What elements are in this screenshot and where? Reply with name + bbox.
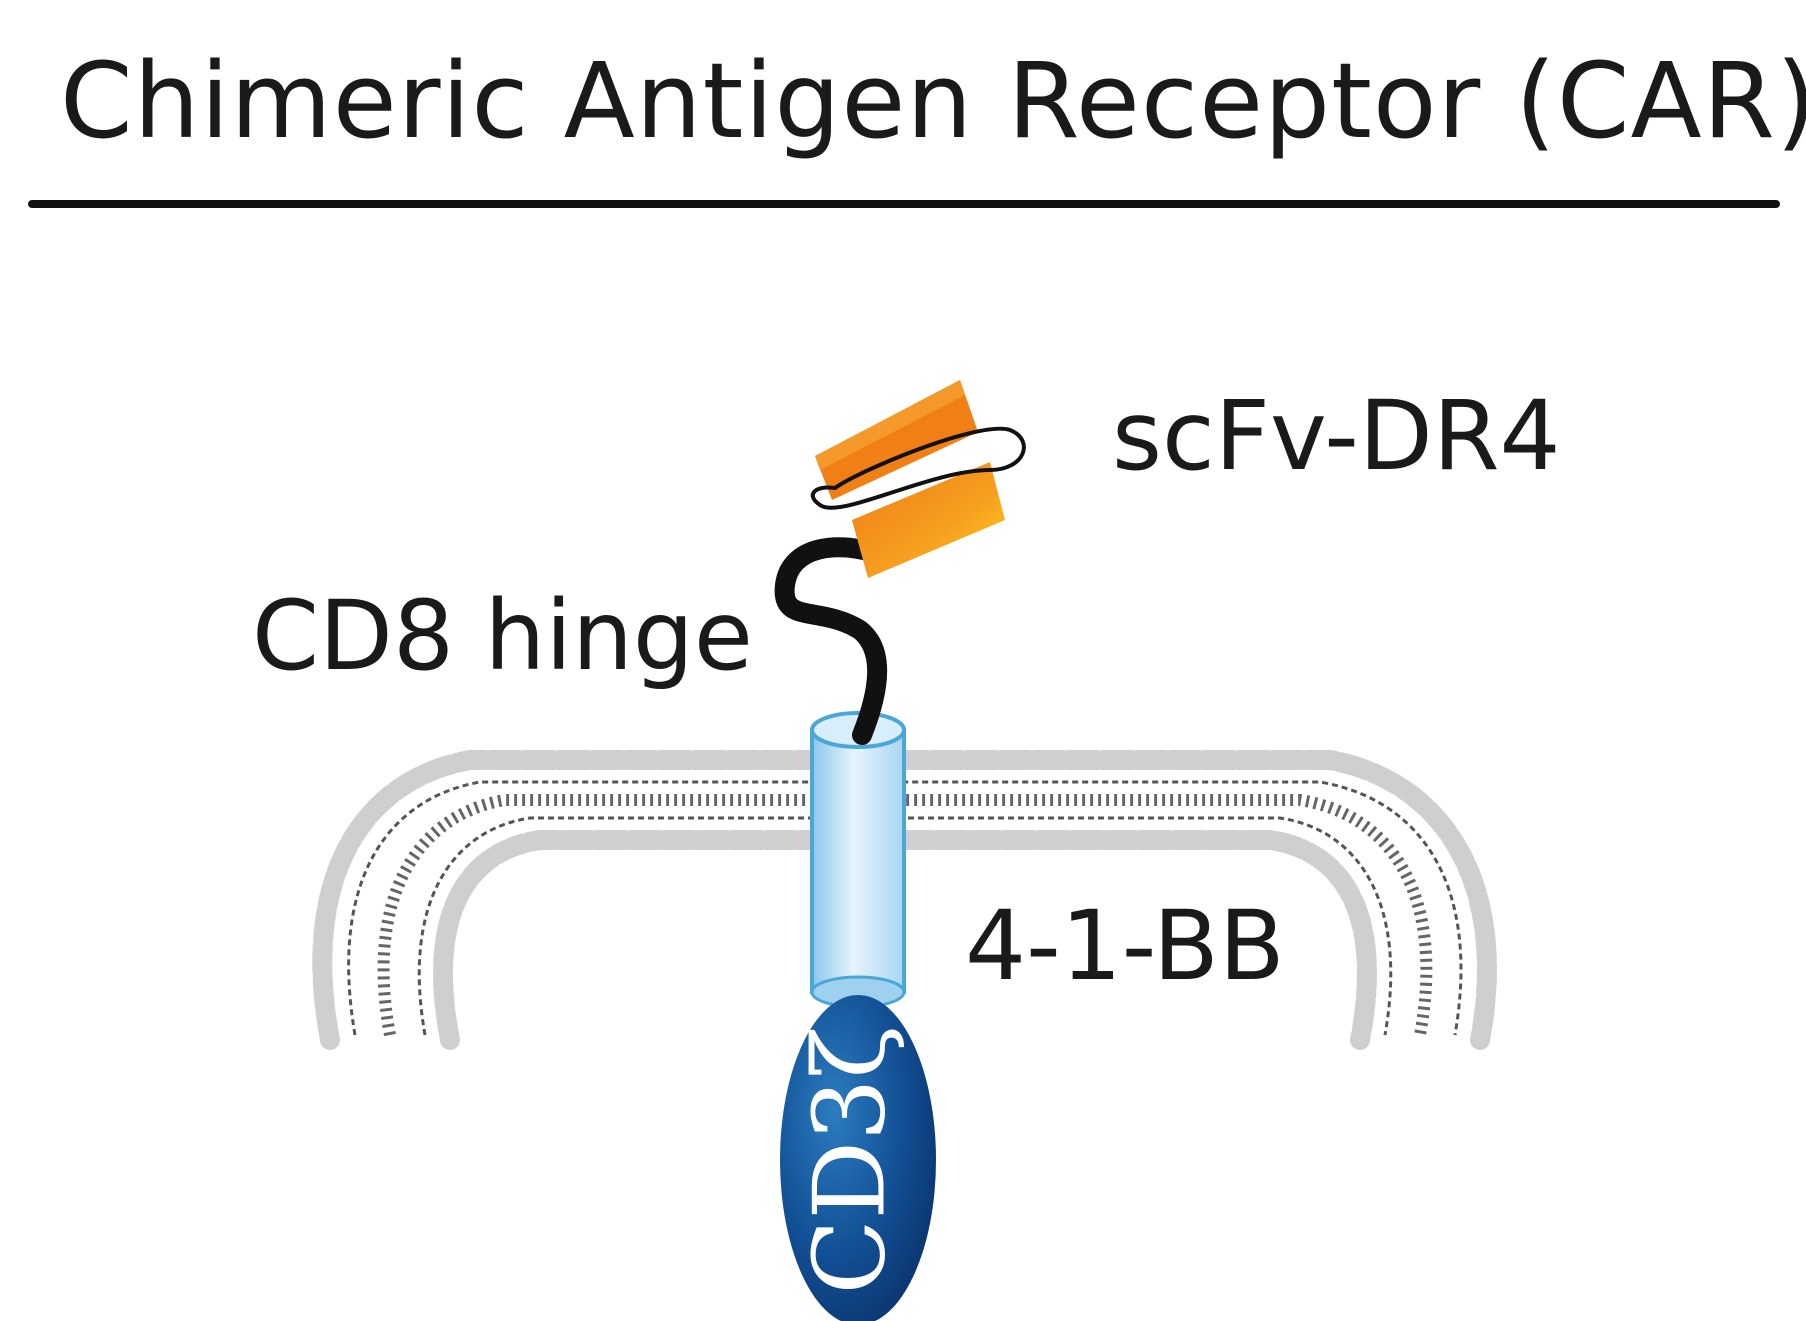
- scfv-dr4-label: scFv-DR4: [1112, 380, 1561, 492]
- figure-title: Chimeric Antigen Receptor (CAR): [60, 40, 1806, 162]
- cd3-zeta-domain: CD3ζ: [780, 995, 936, 1321]
- cd8-hinge-label: CD8 hinge: [252, 580, 753, 692]
- cd3-zeta-label: CD3ζ: [794, 1025, 908, 1294]
- 4-1-bb-label: 4-1-BB: [965, 890, 1285, 1002]
- cd8-hinge: [774, 537, 890, 745]
- title-underline: [28, 200, 1780, 208]
- scfv-dr4-domain: [810, 380, 1026, 578]
- transmembrane-4-1-bb-domain: [810, 711, 906, 1009]
